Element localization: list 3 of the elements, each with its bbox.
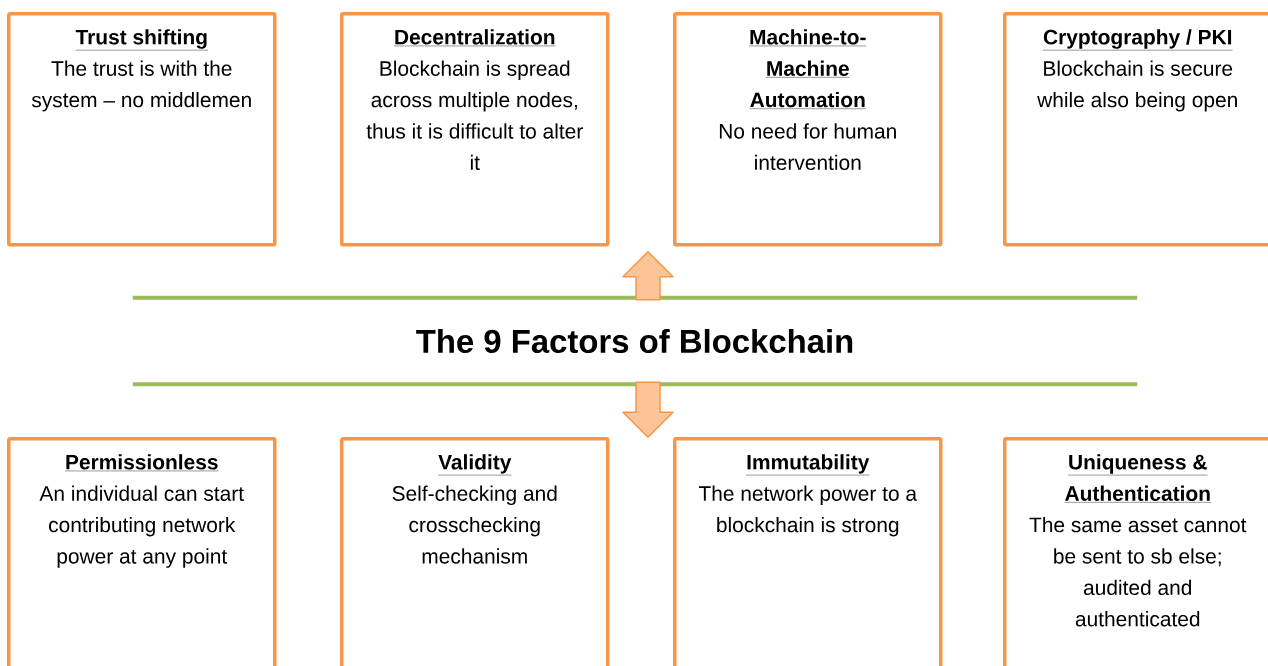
block-arrow [622, 251, 674, 301]
block-arrow [622, 381, 674, 438]
title-band: The 9 Factors of Blockchain [132, 295, 1138, 387]
